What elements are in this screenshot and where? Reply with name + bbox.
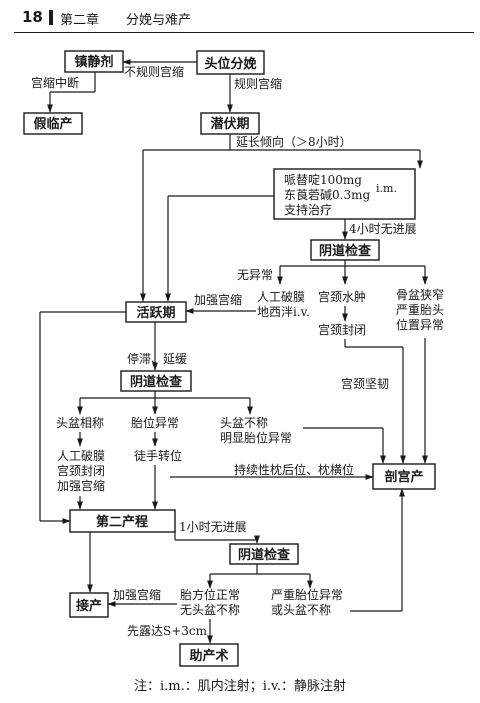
false-labor-box [23, 112, 83, 135]
label-no-progress-4h: 4小时无进展 [349, 222, 417, 236]
label-fetal-normal-2: 无头盆不称 [180, 603, 240, 617]
node-boxes [23, 50, 436, 667]
label-malposition: 胎位异常 [131, 415, 179, 430]
label-fetal-normal-1: 胎方位正常 [180, 587, 240, 602]
label-persistent: 持续性枕后位、枕横位 [234, 462, 354, 477]
drug-scopolamine: 东莨菪碱0.3mg [284, 188, 370, 202]
label-cervical-edema: 宫颈水肿 [318, 289, 366, 304]
header-rule [14, 32, 474, 33]
label-cpd-1: 头盆不称 [220, 416, 268, 430]
label-cervix-block: 宫颈封闭 [318, 322, 366, 337]
label-presenting: 先露达S+3cm [127, 624, 208, 638]
sedative-node: 镇静剂 [74, 54, 113, 70]
latent-node: 潜伏期 [210, 116, 249, 132]
head-labor-node: 头位分娩 [204, 56, 256, 72]
cesarean-node: 剖宫产 [384, 469, 423, 485]
vag-exam-1-box [310, 239, 380, 261]
delivery-node: 接产 [76, 598, 102, 614]
page-number: 18 [22, 8, 43, 26]
sedative-box [64, 50, 124, 73]
label-severe-1: 严重胎位异常 [271, 587, 343, 602]
drug-box [273, 168, 416, 220]
label-arrest: 停滞、延缓 [127, 351, 187, 366]
drug-pethidine: 哌替啶100mg [284, 173, 362, 187]
label-irregular: 不规则宫缩 [124, 64, 184, 79]
label-mgmt-2: 宫颈封闭 [57, 463, 105, 478]
assisted-node: 助产术 [189, 648, 228, 664]
cesarean-box [372, 463, 436, 490]
vag-exam-2-node: 阴道检查 [130, 374, 183, 390]
label-cpd-normal: 头盆相称 [56, 416, 104, 430]
footnote: 注：i.m.：肌内注射；i.v.：静脉注射 [134, 678, 346, 694]
label-no-progress-1h: 1小时无进展 [179, 520, 247, 534]
latent-box [200, 112, 260, 135]
label-cpd-2: 明显胎位异常 [220, 430, 292, 445]
vag-exam-1-node: 阴道检查 [319, 243, 372, 259]
second-stage-box [69, 509, 176, 533]
header-bar [49, 10, 53, 25]
false-labor-node: 假临产 [33, 116, 72, 132]
label-severe-2: 或头盆不称 [271, 603, 331, 617]
label-cervix-hard: 宫颈坚韧 [341, 376, 389, 391]
label-pelvis-3: 位置异常 [396, 317, 444, 332]
chapter-title: 分娩与难产 [126, 13, 192, 28]
label-mgmt-1: 人工破膜 [57, 448, 105, 463]
drug-support: 支持治疗 [284, 202, 332, 217]
label-prolonged: 延长倾向（＞8小时） [236, 134, 352, 149]
vag-exam-2-box [120, 370, 192, 392]
label-mgmt-3: 加强宫缩 [57, 478, 105, 493]
head-labor-box [196, 50, 265, 75]
label-pelvis-1: 骨盆狭窄 [396, 287, 444, 302]
page-header: 18 第二章 分娩与难产 [14, 8, 474, 33]
active-box [125, 301, 187, 323]
vag-exam-3-node: 阴道检查 [238, 547, 291, 563]
second-stage-node: 第二产程 [96, 514, 148, 530]
assisted-box [179, 643, 239, 667]
drug-route: i.m. [376, 182, 397, 195]
chapter-label: 第二章 [60, 13, 100, 28]
label-rupture-1: 人工破膜 [257, 289, 305, 304]
label-strengthen-2: 加强宫缩 [113, 587, 161, 602]
label-rupture-2: 地西泮i.v. [257, 305, 310, 319]
label-regular: 规则宫缩 [234, 76, 282, 91]
delivery-box [69, 592, 109, 618]
label-manual-rotation: 徒手转位 [134, 448, 182, 463]
label-pelvis-2: 严重胎头 [396, 303, 444, 317]
vag-exam-3-box [229, 543, 299, 565]
connectors [39, 59, 428, 644]
label-contraction-stop: 宫缩中断 [31, 75, 79, 90]
label-normal: 无异常 [237, 268, 273, 282]
label-strengthen-1: 加强宫缩 [194, 292, 242, 307]
active-node: 活跃期 [136, 305, 175, 321]
